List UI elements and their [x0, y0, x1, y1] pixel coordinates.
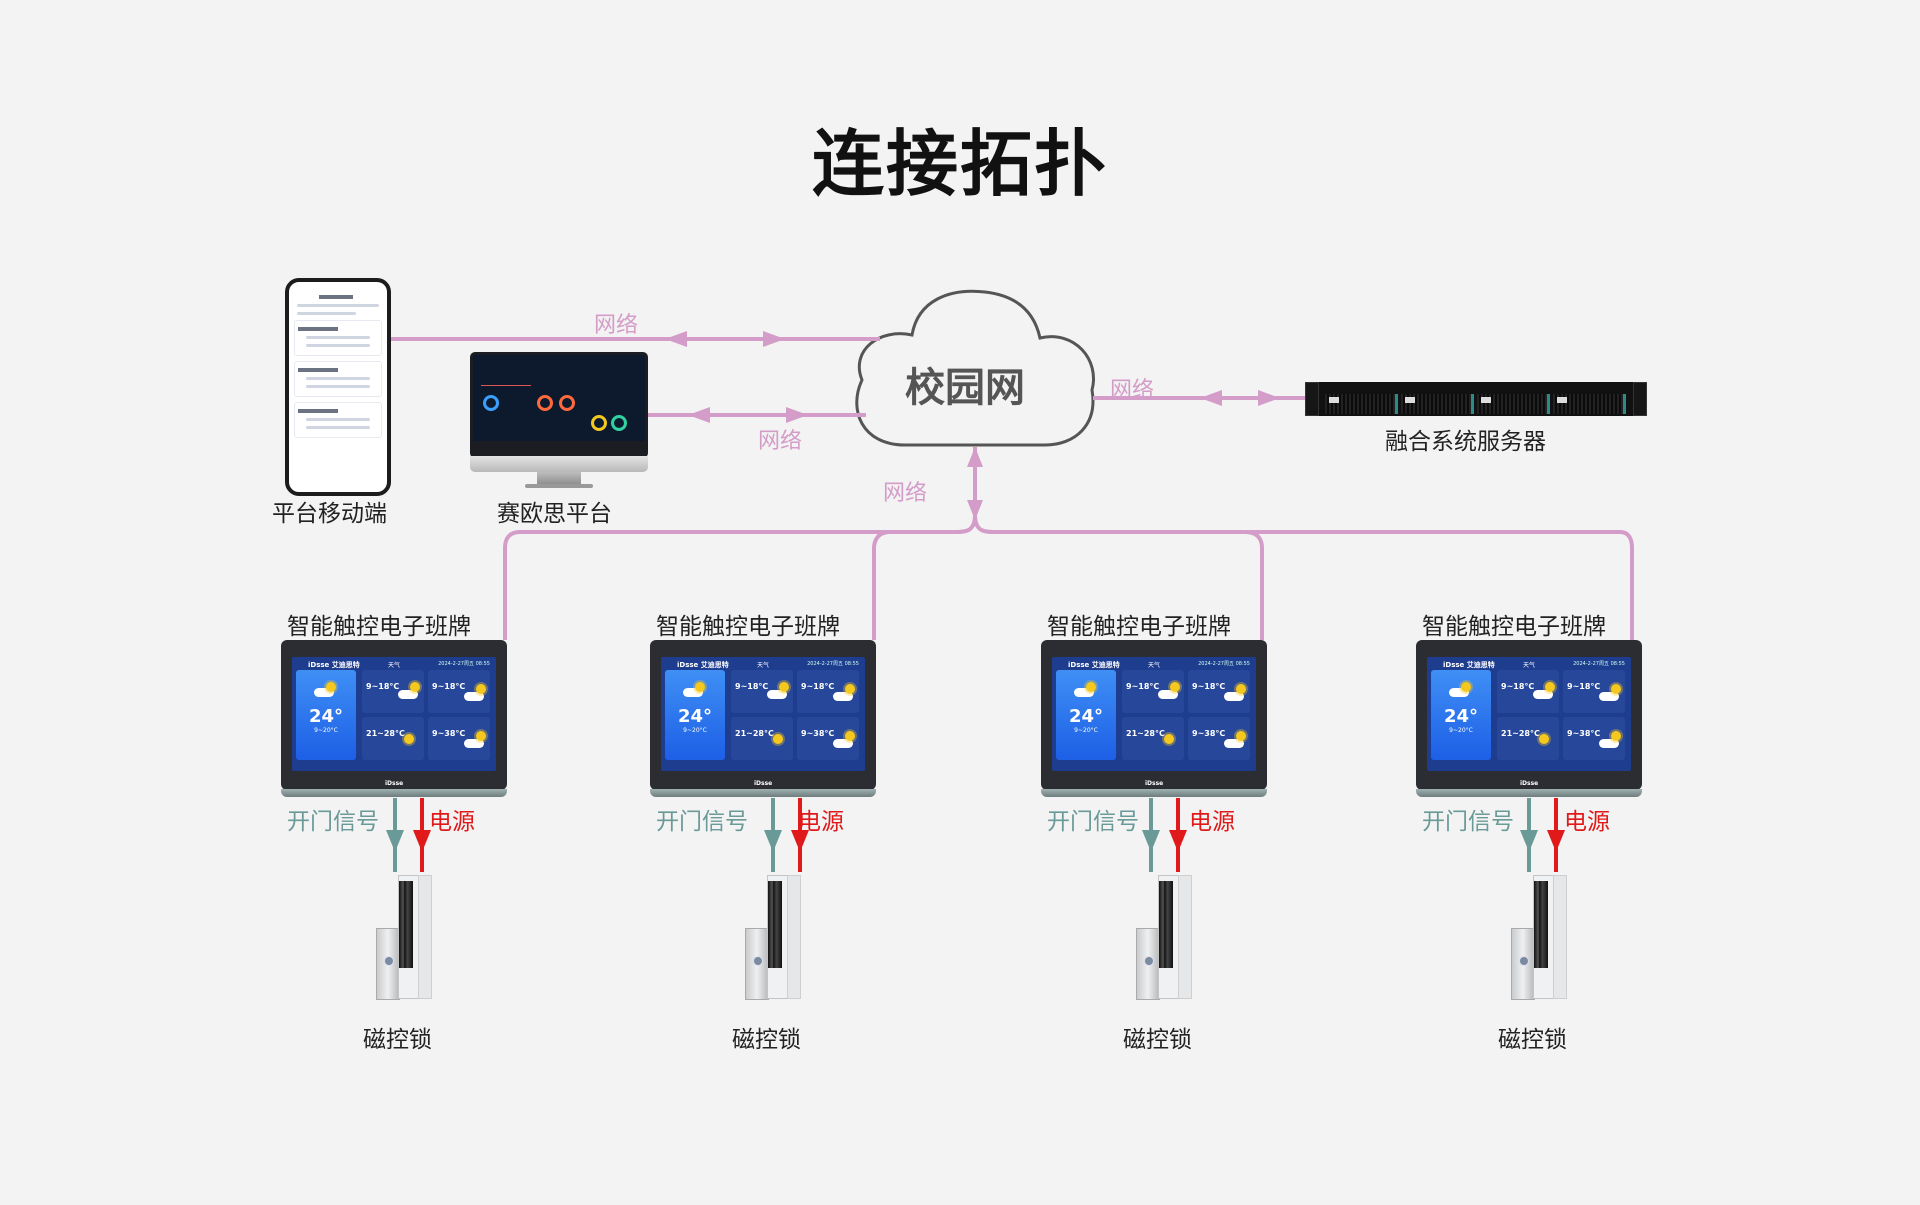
- campus-network-label: 校园网: [905, 365, 1025, 411]
- sun-icon: [695, 682, 705, 692]
- today-weather-card: 24° 9~20°C: [296, 670, 356, 760]
- screen-date: 2024-2-27周五 08:55: [438, 661, 490, 667]
- magnetic-lock-icon: [1136, 875, 1196, 1000]
- screen-date: 2024-2-27周五 08:55: [807, 661, 859, 667]
- forecast-card: 9~18°C: [731, 670, 793, 713]
- lock-label: 磁控锁: [1123, 1027, 1192, 1053]
- brand-logo: iDsse 艾迪思特: [1443, 661, 1495, 669]
- screen-date: 2024-2-27周五 08:55: [1573, 661, 1625, 667]
- arrow-right-icon: [763, 331, 785, 347]
- forecast-card: 21~28°C: [1122, 717, 1184, 760]
- screen-title: 天气: [388, 662, 401, 669]
- panel-1-wires: [386, 798, 431, 872]
- panel-screen: iDsse 艾迪思特 天气 2024-2-27周五 08:55 24° 9~20…: [292, 657, 496, 771]
- arrow-down-icon: [967, 500, 983, 520]
- link-label-platform: 网络: [758, 429, 803, 454]
- forecast-card: 9~18°C: [1122, 670, 1184, 713]
- door-signal-label: 开门信号: [656, 809, 748, 835]
- forecast-card: 21~28°C: [731, 717, 793, 760]
- panel-screen: iDsse 艾迪思特 天气 2024-2-27周五 08:55 24° 9~20…: [661, 657, 865, 771]
- magnetic-lock-icon: [376, 875, 436, 1000]
- page-title: 连接拓扑: [811, 122, 1108, 206]
- brand-logo: iDsse 艾迪思特: [677, 661, 729, 669]
- panel-4-wires: [1520, 798, 1565, 872]
- touch-panel-device: iDsse 艾迪思特 天气 2024-2-27周五 08:55 24° 9~20…: [650, 640, 876, 797]
- forecast-card: 21~28°C: [362, 717, 424, 760]
- forecast-card: 9~18°C: [1497, 670, 1559, 713]
- cloud-icon: [1449, 688, 1469, 697]
- today-weather-card: 24° 9~20°C: [1056, 670, 1116, 760]
- forecast-card: 9~18°C: [1563, 670, 1625, 713]
- touch-panel-device: iDsse 艾迪思特 天气 2024-2-27周五 08:55 24° 9~20…: [1416, 640, 1642, 797]
- screen-date: 2024-2-27周五 08:55: [1198, 661, 1250, 667]
- cloud-icon: [1074, 688, 1094, 697]
- lock-label: 磁控锁: [1498, 1027, 1567, 1053]
- arrow-up-icon: [967, 447, 983, 467]
- screen-title: 天气: [1523, 662, 1536, 669]
- forecast-card: 21~28°C: [1497, 717, 1559, 760]
- today-weather-card: 24° 9~20°C: [665, 670, 725, 760]
- forecast-card: 9~38°C: [1188, 717, 1250, 760]
- brand-logo: iDsse 艾迪思特: [308, 661, 360, 669]
- sun-icon: [1086, 682, 1096, 692]
- panel-3-wires: [1142, 798, 1187, 872]
- link-label-panels: 网络: [883, 481, 928, 506]
- forecast-card: 9~18°C: [428, 670, 490, 713]
- arrow-left-icon: [688, 407, 710, 423]
- forecast-card: 9~18°C: [362, 670, 424, 713]
- forecast-card: 9~18°C: [797, 670, 859, 713]
- power-label: 电源: [798, 809, 844, 835]
- arrow-right-icon: [1258, 390, 1280, 406]
- panel-screen: iDsse 艾迪思特 天气 2024-2-27周五 08:55 24° 9~20…: [1052, 657, 1256, 771]
- arrow-left-icon: [1200, 390, 1222, 406]
- magnetic-lock-icon: [1511, 875, 1571, 1000]
- monitor-icon: [470, 352, 648, 472]
- door-signal-label: 开门信号: [1047, 809, 1139, 835]
- brand-logo: iDsse 艾迪思特: [1068, 661, 1120, 669]
- door-signal-label: 开门信号: [287, 809, 379, 835]
- panel-label: 智能触控电子班牌: [1047, 614, 1231, 640]
- link-label-server: 网络: [1110, 378, 1155, 403]
- power-label: 电源: [429, 809, 475, 835]
- bus-line: [503, 514, 1634, 640]
- forecast-card: 9~18°C: [1188, 670, 1250, 713]
- lock-label: 磁控锁: [363, 1027, 432, 1053]
- panel-label: 智能触控电子班牌: [287, 614, 471, 640]
- power-label: 电源: [1189, 809, 1235, 835]
- panel-label: 智能触控电子班牌: [1422, 614, 1606, 640]
- platform-label: 赛欧思平台: [497, 501, 612, 527]
- forecast-card: 9~38°C: [797, 717, 859, 760]
- mobile-label: 平台移动端: [272, 501, 387, 527]
- panel-screen: iDsse 艾迪思特 天气 2024-2-27周五 08:55 24° 9~20…: [1427, 657, 1631, 771]
- cloud-icon: [314, 688, 334, 697]
- power-label: 电源: [1564, 809, 1610, 835]
- sun-icon: [1461, 682, 1471, 692]
- forecast-card: 9~38°C: [1563, 717, 1625, 760]
- panel-2-wires: [764, 798, 809, 872]
- link-label-mobile: 网络: [594, 313, 639, 338]
- door-signal-label: 开门信号: [1422, 809, 1514, 835]
- screen-title: 天气: [757, 662, 770, 669]
- lock-label: 磁控锁: [732, 1027, 801, 1053]
- forecast-card: 9~38°C: [428, 717, 490, 760]
- sun-icon: [326, 682, 336, 692]
- cloud-icon: [683, 688, 703, 697]
- today-weather-card: 24° 9~20°C: [1431, 670, 1491, 760]
- touch-panel-device: iDsse 艾迪思特 天气 2024-2-27周五 08:55 24° 9~20…: [281, 640, 507, 797]
- monitor-stand: [537, 472, 581, 486]
- arrow-right-icon: [786, 407, 808, 423]
- cloud-icon: [855, 289, 1095, 447]
- panel-label: 智能触控电子班牌: [656, 614, 840, 640]
- touch-panel-device: iDsse 艾迪思特 天气 2024-2-27周五 08:55 24° 9~20…: [1041, 640, 1267, 797]
- screen-title: 天气: [1148, 662, 1161, 669]
- smartphone-icon: [285, 278, 391, 496]
- arrow-left-icon: [665, 331, 687, 347]
- monitor-base: [525, 484, 593, 488]
- server-label: 融合系统服务器: [1385, 429, 1546, 455]
- rack-server-icon: [1305, 382, 1647, 416]
- magnetic-lock-icon: [745, 875, 805, 1000]
